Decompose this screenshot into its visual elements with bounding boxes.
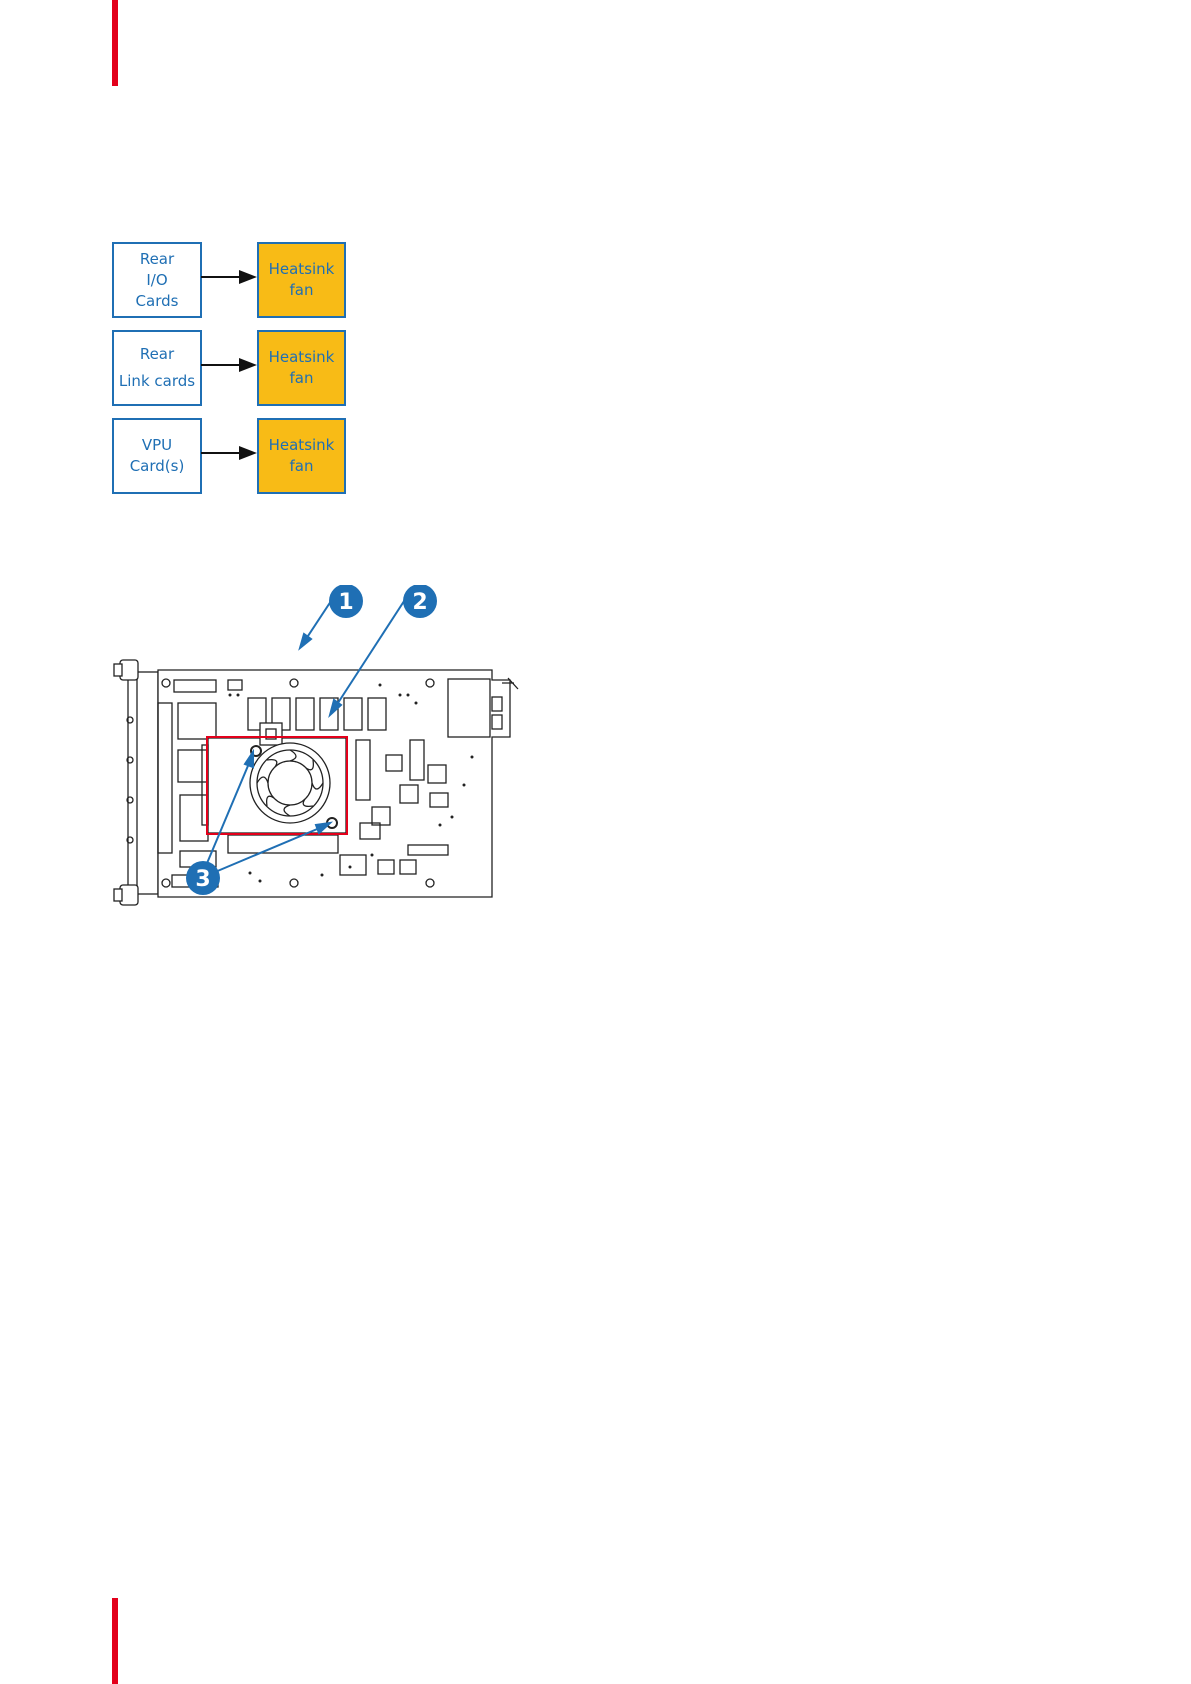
heatsink-fan-box: Heatsink fan [257, 418, 346, 494]
target-label-line: Heatsink [269, 347, 335, 368]
arrow-right-icon [201, 355, 257, 375]
target-label-line: fan [290, 280, 314, 301]
callout-1: 1 [329, 585, 363, 618]
callout-3: 3 [186, 861, 220, 895]
flow-row-io-cards: Rear I/O Cards Heatsink fan [112, 242, 352, 318]
arrow-right-icon [201, 267, 257, 287]
callout-2-label: 2 [412, 590, 427, 615]
heatsink-fan-box: Heatsink fan [257, 330, 346, 406]
callout-3-label: 3 [195, 867, 210, 892]
target-label-line: Heatsink [269, 435, 335, 456]
source-label-line: Rear [140, 249, 174, 270]
target-label-line: fan [290, 456, 314, 477]
bottom-accent-bar [112, 1598, 118, 1684]
target-label-line: fan [290, 368, 314, 389]
flow-row-vpu-cards: VPU Card(s) Heatsink fan [112, 418, 352, 494]
board-drawing [114, 660, 518, 905]
source-label-line: I/O [146, 270, 167, 291]
source-label-line: Rear [140, 344, 174, 365]
vpu-board-illustration: 1 2 3 [110, 585, 520, 930]
top-accent-bar [112, 0, 118, 86]
source-box-vpu-cards: VPU Card(s) [112, 418, 202, 494]
source-label-line: VPU [142, 435, 172, 456]
callout-2: 2 [403, 585, 437, 618]
source-box-io-cards: Rear I/O Cards [112, 242, 202, 318]
source-label-line: Cards [136, 291, 179, 312]
callout-1-label: 1 [338, 590, 353, 615]
flow-row-link-cards: Rear Link cards Heatsink fan [112, 330, 352, 406]
arrow-right-icon [201, 443, 257, 463]
heatsink-fan-box: Heatsink fan [257, 242, 346, 318]
source-box-link-cards: Rear Link cards [112, 330, 202, 406]
target-label-line: Heatsink [269, 259, 335, 280]
source-label-line: Link cards [119, 371, 195, 392]
source-label-line: Card(s) [130, 456, 185, 477]
